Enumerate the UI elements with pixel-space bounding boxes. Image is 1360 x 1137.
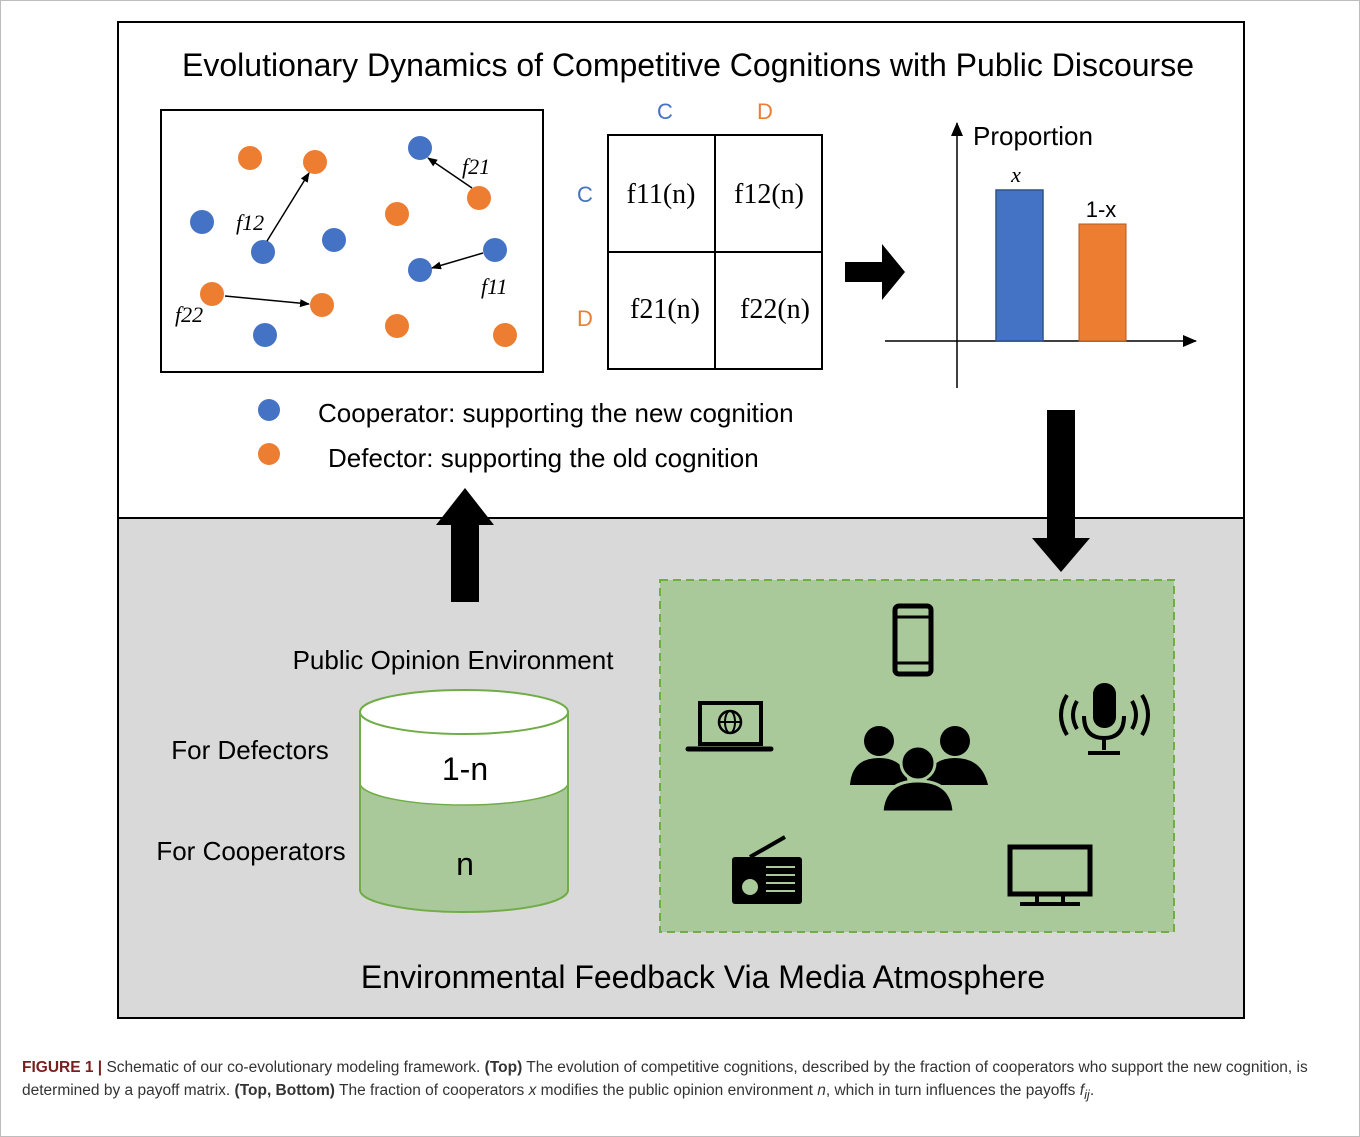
payoff-label-f11-text: f11 <box>481 274 507 299</box>
payoff-label-f12-text: f12 <box>236 210 264 235</box>
cooperator-agent <box>408 258 432 282</box>
cooperators-label: For Cooperators <box>156 836 345 866</box>
matrix-cell-22: f22(n) <box>740 294 810 325</box>
defector-agent <box>385 314 409 338</box>
flow-arrow-down <box>1032 410 1090 572</box>
cooperator-agent <box>483 238 507 262</box>
bar-label-x: x <box>1010 162 1021 187</box>
laptop-globe-icon <box>685 701 774 752</box>
population-agents <box>190 136 517 347</box>
cooperator-agent <box>322 228 346 252</box>
payoff-label-f22-text: f22 <box>175 302 203 327</box>
cooperator-agent <box>408 136 432 160</box>
defector-agent <box>467 186 491 210</box>
interaction-arrow-f22 <box>224 295 310 308</box>
caption-top-tag: (Top) <box>484 1059 523 1076</box>
caption-f: f <box>1079 1082 1085 1099</box>
caption-n: n <box>817 1082 826 1099</box>
caption-both-text-a: The fraction of cooperators <box>339 1082 525 1099</box>
caption-both-text-c: , which in turn influences the payoffs <box>825 1082 1076 1099</box>
interaction-arrow-f21 <box>427 157 473 189</box>
radio-icon <box>732 835 802 904</box>
cylinder-top-value: 1-n <box>442 751 488 787</box>
bar-label-1-x: 1-x <box>1086 197 1117 222</box>
interaction-arrow-f11 <box>431 252 484 270</box>
defector-agent <box>385 202 409 226</box>
interaction-arrow-f12 <box>266 172 310 242</box>
chart-axis-label: Proportion <box>973 121 1093 151</box>
matrix-cell-12: f12(n) <box>734 179 804 210</box>
matrix-col-header-d: D <box>757 99 773 124</box>
environment-cylinder <box>359 689 569 913</box>
defector-agent <box>200 282 224 306</box>
caption-both-text-b: modifies the public opinion environment <box>540 1082 813 1099</box>
cylinder-bottom-value: n <box>456 846 474 882</box>
matrix-cell-21: f21(n) <box>630 294 700 325</box>
flow-arrow-right <box>845 244 905 300</box>
microphone-broadcast-icon <box>1059 683 1150 755</box>
cooperator-agent <box>253 323 277 347</box>
matrix-row-header-d: D <box>577 306 593 331</box>
defector-agent <box>238 146 262 170</box>
defector-agent <box>303 150 327 174</box>
bar-defectors <box>1078 223 1127 342</box>
matrix-cell-11: f11(n) <box>627 179 696 210</box>
environment-title: Public Opinion Environment <box>293 645 615 675</box>
legend-defector-text: Defector: supporting the old cognition <box>328 443 759 473</box>
payoff-label-f21-text: f21 <box>462 154 490 179</box>
bottom-title: Environmental Feedback Via Media Atmosph… <box>361 959 1045 995</box>
top-title: Evolutionary Dynamics of Competitive Cog… <box>182 47 1194 83</box>
matrix-row-header-c: C <box>577 182 593 207</box>
legend-cooperator-text: Cooperator: supporting the new cognition <box>318 398 794 428</box>
legend-cooperator-dot <box>258 399 280 421</box>
population-box <box>160 109 544 373</box>
matrix-col-header-c: C <box>657 99 673 124</box>
smartphone-icon <box>892 603 934 677</box>
caption-intro: Schematic of our co-evolutionary modelin… <box>106 1059 481 1076</box>
payoff-label-f11: f11 <box>481 274 507 299</box>
caption-x: x <box>528 1082 537 1099</box>
cylinder-top <box>359 689 569 735</box>
caption-both-tag: (Top, Bottom) <box>234 1082 335 1099</box>
caption-top-text: The evolution of competitive cognitions,… <box>22 1059 1308 1099</box>
defector-agent <box>310 293 334 317</box>
cooperator-agent <box>190 210 214 234</box>
cylinder-upper-fill <box>360 712 568 805</box>
figure-caption: FIGURE 1 | Schematic of our co-evolution… <box>22 1056 1332 1106</box>
cylinder-divider <box>359 782 569 806</box>
figure-diagram: Evolutionary Dynamics of Competitive Cog… <box>117 21 1245 1019</box>
payoff-label-f21: f21 <box>462 154 490 179</box>
caption-figure-label: FIGURE 1 | <box>22 1059 103 1076</box>
flow-arrow-up <box>436 488 494 602</box>
legend-defector-dot <box>258 443 280 465</box>
caption-ij: ij <box>1084 1087 1090 1103</box>
defector-agent <box>493 323 517 347</box>
cooperator-agent <box>251 240 275 264</box>
payoff-label-f12: f12 <box>236 210 264 235</box>
television-icon <box>1007 844 1093 906</box>
people-group-icon <box>850 726 988 814</box>
caption-period: . <box>1089 1082 1095 1099</box>
payoff-label-f22: f22 <box>175 302 203 327</box>
bar-cooperators <box>995 189 1044 342</box>
defectors-label: For Defectors <box>171 735 329 765</box>
